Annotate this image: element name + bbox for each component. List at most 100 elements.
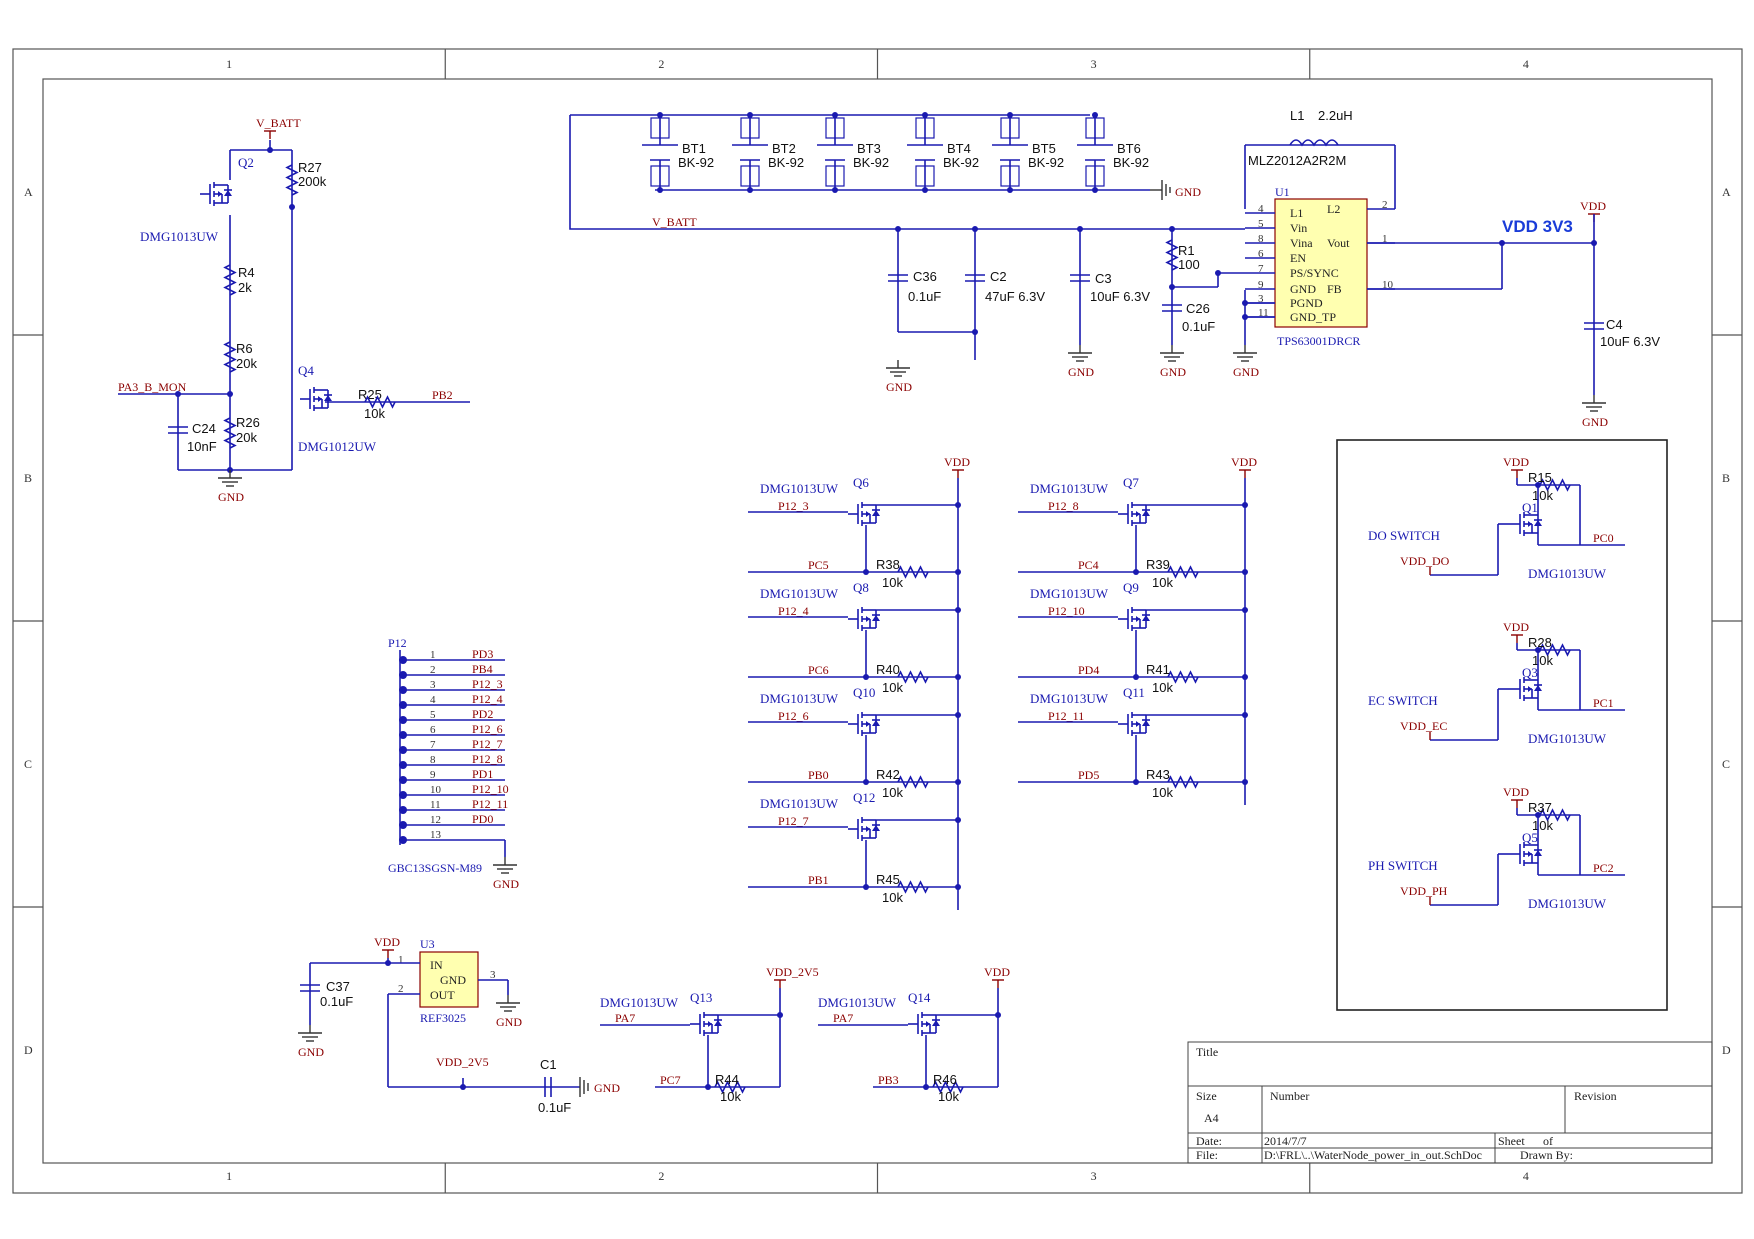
- switch-out-net: PB1: [808, 873, 829, 887]
- u1-pinnum: 9: [1258, 279, 1264, 291]
- vdd-flag: VDD: [984, 965, 1010, 988]
- sensor-r-ref: R28: [1528, 635, 1552, 650]
- c1-ref: C1: [540, 1057, 557, 1072]
- gnd-label: GND: [218, 490, 244, 504]
- battery-ref: BT6: [1117, 141, 1141, 156]
- switch-part: DMG1013UW: [1030, 691, 1109, 706]
- switch-ref: Q10: [853, 685, 875, 700]
- switch-in-net: P12_7: [778, 814, 809, 828]
- vdd-label: VDD: [944, 455, 970, 469]
- r6-ref: R6: [236, 341, 253, 356]
- battery-part: BK-92: [943, 155, 979, 170]
- vdd-flag: VDD: [1503, 785, 1529, 808]
- p12-ref: P12: [388, 636, 407, 650]
- sensor-q-ref: Q1: [1522, 500, 1538, 515]
- pa3-net: PA3_B_MON: [118, 380, 187, 394]
- switch-in-net: P12_3: [778, 499, 809, 513]
- u3-ref: U3: [420, 937, 435, 951]
- gnd-label: GND: [886, 380, 912, 394]
- switch-r-ref: R38: [876, 557, 900, 572]
- zone-row-right: A: [1722, 185, 1731, 199]
- p12-pin-net: PD3: [472, 647, 493, 661]
- pmos-symbol: [908, 1012, 940, 1036]
- tb-revision-label: Revision: [1574, 1089, 1617, 1103]
- u3-part: REF3025: [420, 1011, 466, 1025]
- switch-in-net: PA7: [615, 1011, 635, 1025]
- switch-r-value: 10k: [882, 575, 903, 590]
- battery-ref: BT1: [682, 141, 706, 156]
- r25-ref: R25: [358, 387, 382, 402]
- battery-part: BK-92: [1028, 155, 1064, 170]
- switch-out-net: PD4: [1078, 663, 1099, 677]
- pmos-symbol: [1118, 607, 1150, 631]
- switch-out-net: PB3: [878, 1073, 899, 1087]
- gnd-symbol: GND: [493, 857, 519, 891]
- p12-pin-num: 3: [430, 679, 436, 691]
- zone-col-bottom: 4: [1523, 1169, 1529, 1183]
- u3-pinnum-3: 3: [490, 969, 496, 981]
- switch-r-ref: R40: [876, 662, 900, 677]
- q4-part: DMG1012UW: [298, 439, 377, 454]
- l1-ref: L1: [1290, 108, 1304, 123]
- switch-r-ref: R44: [715, 1072, 739, 1087]
- u1-pin-vin: Vin: [1290, 221, 1307, 235]
- p12-pin-num: 13: [430, 829, 442, 841]
- c1-value: 0.1uF: [538, 1100, 571, 1115]
- switch-ref: Q9: [1123, 580, 1139, 595]
- p12-pin-num: 5: [430, 709, 436, 721]
- u1-pin-vina: Vina: [1290, 236, 1313, 250]
- p12-pin-net: P12_7: [472, 737, 503, 751]
- switch-part: DMG1013UW: [760, 796, 839, 811]
- switch-in-net: P12_10: [1048, 604, 1085, 618]
- vdd-label: VDD_2V5: [766, 965, 819, 979]
- u1-part: TPS63001DRCR: [1277, 334, 1360, 348]
- zone-col-top: 3: [1091, 57, 1097, 71]
- switch-out-net: PC7: [660, 1073, 681, 1087]
- u1-pinnum: 11: [1258, 307, 1269, 319]
- c1-gnd-label: GND: [594, 1081, 620, 1095]
- switch-part: DMG1013UW: [760, 481, 839, 496]
- r27-ref: R27: [298, 160, 322, 175]
- battery-ref: BT3: [857, 141, 881, 156]
- c37-ref: C37: [326, 979, 350, 994]
- p12-pin-net: PD2: [472, 707, 493, 721]
- vdd-flag: VDD: [1503, 455, 1529, 478]
- sensor-part: DMG1013UW: [1528, 731, 1607, 746]
- q2-ref: Q2: [238, 155, 254, 170]
- u3-pin-out: OUT: [430, 988, 455, 1002]
- c4-value: 10uF 6.3V: [1600, 334, 1660, 349]
- sensor-r-ref: R37: [1528, 800, 1552, 815]
- u3-pin-in: IN: [430, 958, 443, 972]
- switch-ref: Q11: [1123, 685, 1145, 700]
- zone-col-bottom: 1: [226, 1169, 232, 1183]
- c24-ref: C24: [192, 421, 216, 436]
- vdd-flag: VDD: [1503, 620, 1529, 643]
- c37-value: 0.1uF: [320, 994, 353, 1009]
- p12-pin-net: P12_10: [472, 782, 509, 796]
- u3-pin-gnd: GND: [440, 973, 466, 987]
- vdd3v3-label: VDD 3V3: [1502, 217, 1573, 236]
- r1-ref: R1: [1178, 243, 1195, 258]
- sensor-part: DMG1013UW: [1528, 566, 1607, 581]
- zone-row-left: A: [24, 185, 33, 199]
- q2-part: DMG1013UW: [140, 229, 219, 244]
- pmos-symbol: [1118, 712, 1150, 736]
- switch-ref: Q13: [690, 990, 712, 1005]
- sensor-switch-box: [1336, 439, 1668, 1011]
- battery-section: BT1BK-92BT2BK-92BT3BK-92BT4BK-92BT5BK-92…: [569, 112, 1245, 230]
- u1-pin-l1: L1: [1290, 206, 1303, 220]
- zone-col-bottom: 2: [658, 1169, 664, 1183]
- gnd-symbol: GND: [1582, 395, 1608, 429]
- zone-row-left: C: [24, 757, 32, 771]
- gnd-symbol: GND: [1068, 345, 1094, 379]
- p12-pin-net: PD1: [472, 767, 493, 781]
